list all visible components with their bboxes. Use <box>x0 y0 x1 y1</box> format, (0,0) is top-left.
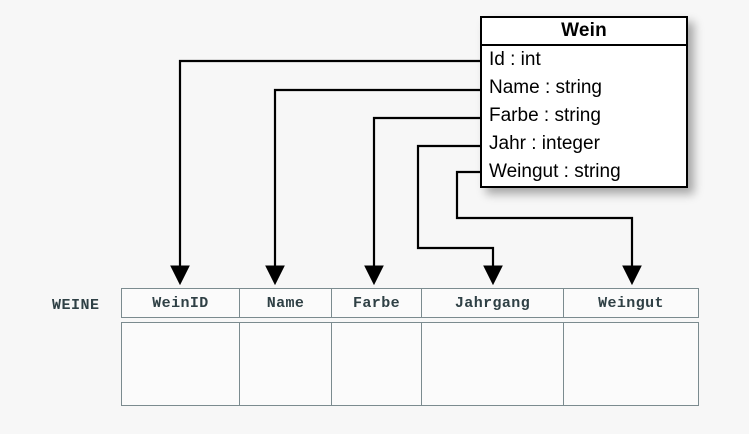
column-header-weinid: WeinID <box>122 289 240 317</box>
relation-table: WeinID Name Farbe Jahrgang Weingut <box>121 288 699 406</box>
uml-attribute: Id : int <box>489 49 541 70</box>
table-cell <box>422 323 564 405</box>
uml-attribute: Name : string <box>489 77 602 98</box>
connector-weingut-to-weingut <box>455 170 642 286</box>
uml-class-name: Wein <box>482 18 686 46</box>
column-header-farbe: Farbe <box>332 289 422 317</box>
connector-name-to-name <box>265 88 480 286</box>
table-cell <box>564 323 698 405</box>
connector-id-to-weinid <box>170 59 480 286</box>
table-row <box>121 322 699 406</box>
table-cell <box>122 323 240 405</box>
uml-class-box[interactable]: Wein Id : int Name : string Farbe : stri… <box>480 16 688 188</box>
uml-attribute: Jahr : integer <box>489 133 600 154</box>
column-header-name: Name <box>240 289 332 317</box>
table-header-row: WeinID Name Farbe Jahrgang Weingut <box>121 288 699 318</box>
uml-attribute-list: Id : int Name : string Farbe : string Ja… <box>482 46 686 186</box>
connector-farbe-to-farbe <box>364 116 480 286</box>
column-header-jahrgang: Jahrgang <box>422 289 564 317</box>
table-cell <box>240 323 332 405</box>
uml-attribute: Weingut : string <box>489 161 621 182</box>
table-cell <box>332 323 422 405</box>
relation-name: WEINE <box>52 297 100 314</box>
uml-attribute: Farbe : string <box>489 105 601 126</box>
connector-jahr-to-jahrgang <box>416 144 503 286</box>
column-header-weingut: Weingut <box>598 294 664 312</box>
